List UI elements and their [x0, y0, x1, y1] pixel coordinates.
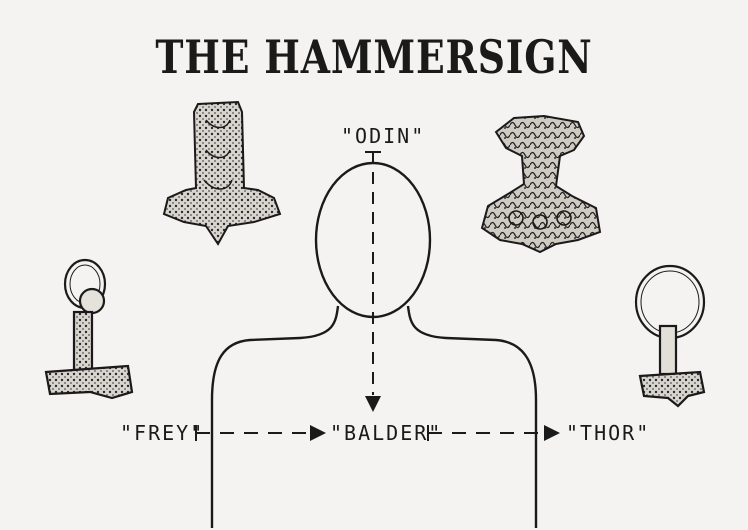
page-title: THE HAMMERSIGN — [155, 30, 593, 84]
frey-balder-arrow — [195, 425, 326, 441]
thor-label: "THOR" — [566, 421, 651, 445]
frey-label: "FREY" — [120, 421, 205, 445]
thors-hammer-ring-pendant-icon — [634, 264, 706, 408]
thors-hammer-ring-pendant-icon — [44, 258, 134, 400]
thors-hammer-amulet-icon — [162, 100, 282, 246]
thors-hammer-amulet-icon — [480, 114, 602, 254]
odin-label: "ODIN" — [341, 124, 426, 148]
balder-label: "BALDER" — [330, 421, 443, 445]
odin-balder-arrow — [365, 151, 381, 412]
balder-thor-arrow — [427, 425, 560, 441]
